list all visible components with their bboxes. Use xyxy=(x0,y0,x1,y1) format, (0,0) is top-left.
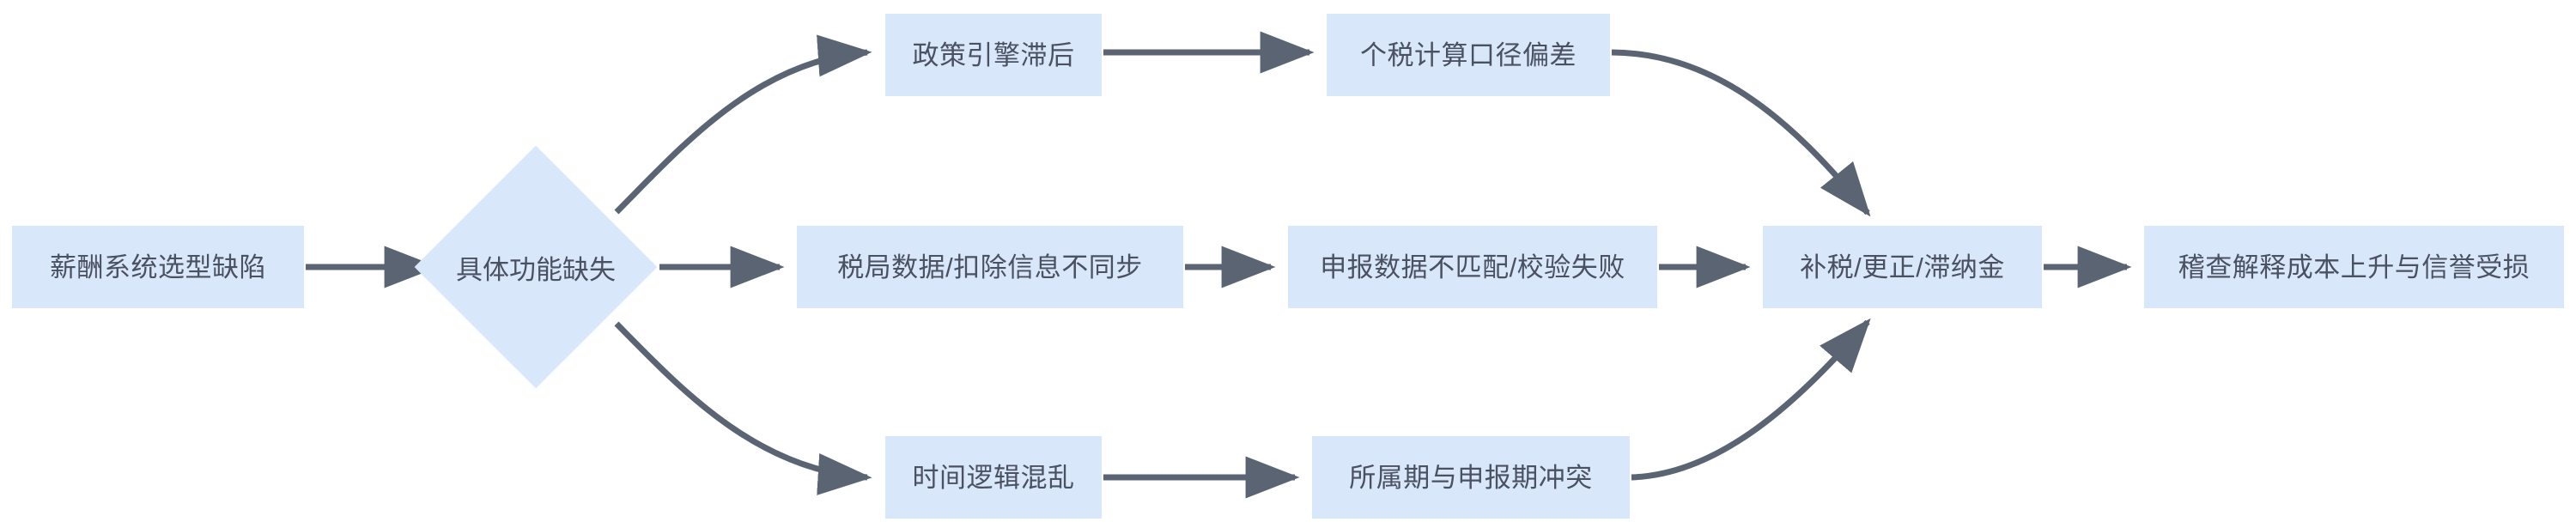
node-label: 所属期与申报期冲突 xyxy=(1349,462,1593,493)
node-label: 补税/更正/滞纳金 xyxy=(1800,252,2005,282)
node-salary-system-selection-defect[interactable]: 薪酬系统选型缺陷 xyxy=(12,226,304,308)
edge-n4-n7 xyxy=(1611,49,1871,217)
node-back-tax-correction-late-fee[interactable]: 补税/更正/滞纳金 xyxy=(1763,226,2042,308)
node-label: 政策引擎滞后 xyxy=(912,39,1075,70)
node-label: 个税计算口径偏差 xyxy=(1360,39,1577,70)
node-policy-engine-lag[interactable]: 政策引擎滞后 xyxy=(885,14,1102,96)
node-specific-function-missing[interactable]: 具体功能缺失 xyxy=(414,145,658,389)
node-period-conflict[interactable]: 所属期与申报期冲突 xyxy=(1312,436,1630,519)
edge-n2-n3 xyxy=(614,34,872,215)
node-declaration-mismatch-validation-failure[interactable]: 申报数据不匹配/校验失败 xyxy=(1288,226,1657,308)
node-label: 薪酬系统选型缺陷 xyxy=(50,252,266,282)
node-label: 时间逻辑混乱 xyxy=(912,462,1075,493)
edge-n2-n9 xyxy=(614,321,872,495)
node-label: 具体功能缺失 xyxy=(456,254,616,285)
node-audit-cost-reputation-damage[interactable]: 稽查解释成本上升与信誉受损 xyxy=(2144,226,2564,308)
edge-n10-n7 xyxy=(1631,318,1871,481)
node-time-logic-confusion[interactable]: 时间逻辑混乱 xyxy=(885,436,1102,519)
node-label: 申报数据不匹配/校验失败 xyxy=(1320,252,1625,282)
node-iit-calculation-caliber-deviation[interactable]: 个税计算口径偏差 xyxy=(1327,14,1610,96)
node-label: 税局数据/扣除信息不同步 xyxy=(837,252,1143,282)
node-tax-bureau-data-desync[interactable]: 税局数据/扣除信息不同步 xyxy=(797,226,1183,308)
node-label: 稽查解释成本上升与信誉受损 xyxy=(2178,252,2530,282)
